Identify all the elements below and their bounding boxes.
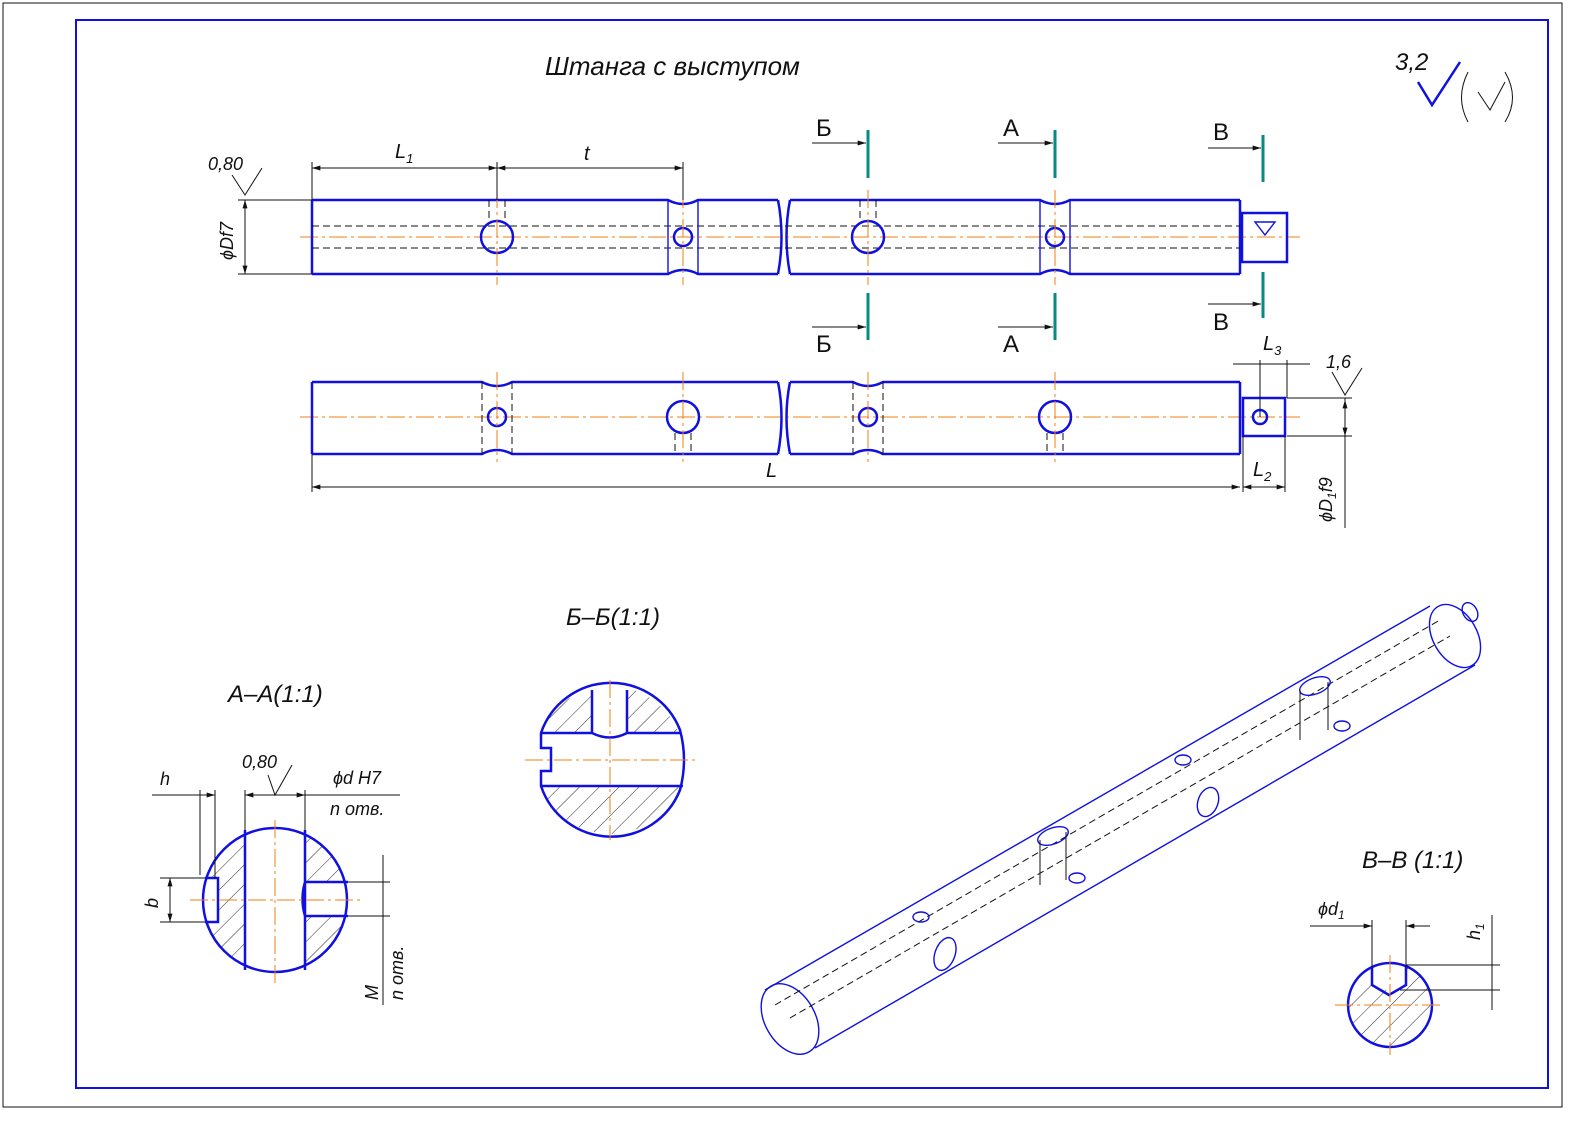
outer-frame [2,2,1563,1108]
section-markers: Б Б А А В В [812,115,1265,358]
section-b-b-title: Б–Б(1:1) [566,604,660,631]
svg-text:Б: Б [816,331,832,358]
shaft-front-view [300,190,1300,285]
shaft-top-view [300,372,1300,462]
roughness-top: 0,80 [208,154,243,174]
dim-l1: L1 [395,141,413,166]
dim-d1f9: ϕD1f9 [1316,477,1339,522]
dim-l: L [766,460,777,482]
svg-text:n отв.: n отв. [387,946,407,1000]
svg-text:ϕd1: ϕd1 [1318,899,1345,922]
section-b-b: Б–Б(1:1) [525,604,695,840]
top-dimensions: L1 t ϕDf7 0,80 [208,141,684,275]
section-v-v: В–В (1:1) ϕd1 h1 [1310,847,1500,1055]
svg-text:h: h [160,769,170,789]
svg-text:В: В [1213,119,1229,146]
svg-text:0,80: 0,80 [242,752,277,772]
drawing-title: Штанга с выступом [545,51,800,81]
dim-df7: ϕDf7 [217,221,237,260]
roughness-protrusion: 1,6 [1326,352,1352,372]
drawing-frame [75,19,1549,1089]
isometric-view [760,601,1482,1055]
svg-text:M: M [362,985,382,1000]
dim-t: t [584,143,591,165]
bottom-dimensions: L L2 L3 1,6 ϕD1f9 [311,333,1363,528]
svg-text:h1: h1 [1464,923,1487,940]
svg-text:А: А [1003,115,1019,142]
dim-l3: L3 [1263,333,1282,358]
svg-text:Б: Б [816,115,832,142]
section-a-a: А–А(1:1) 0,80 h ϕd H7 n отв. b M n отв. [142,681,407,1005]
svg-text:n отв.: n отв. [330,799,384,819]
svg-text:А: А [1003,331,1019,358]
roughness-general: 3,2 [1395,49,1513,123]
dim-l2: L2 [1253,459,1272,484]
svg-text:b: b [142,898,162,908]
svg-text:В: В [1213,309,1229,336]
svg-text:ϕd H7: ϕd H7 [333,768,382,788]
section-a-a-title: А–А(1:1) [226,681,323,708]
svg-text:3,2: 3,2 [1395,49,1428,76]
section-v-v-title: В–В (1:1) [1362,847,1463,874]
